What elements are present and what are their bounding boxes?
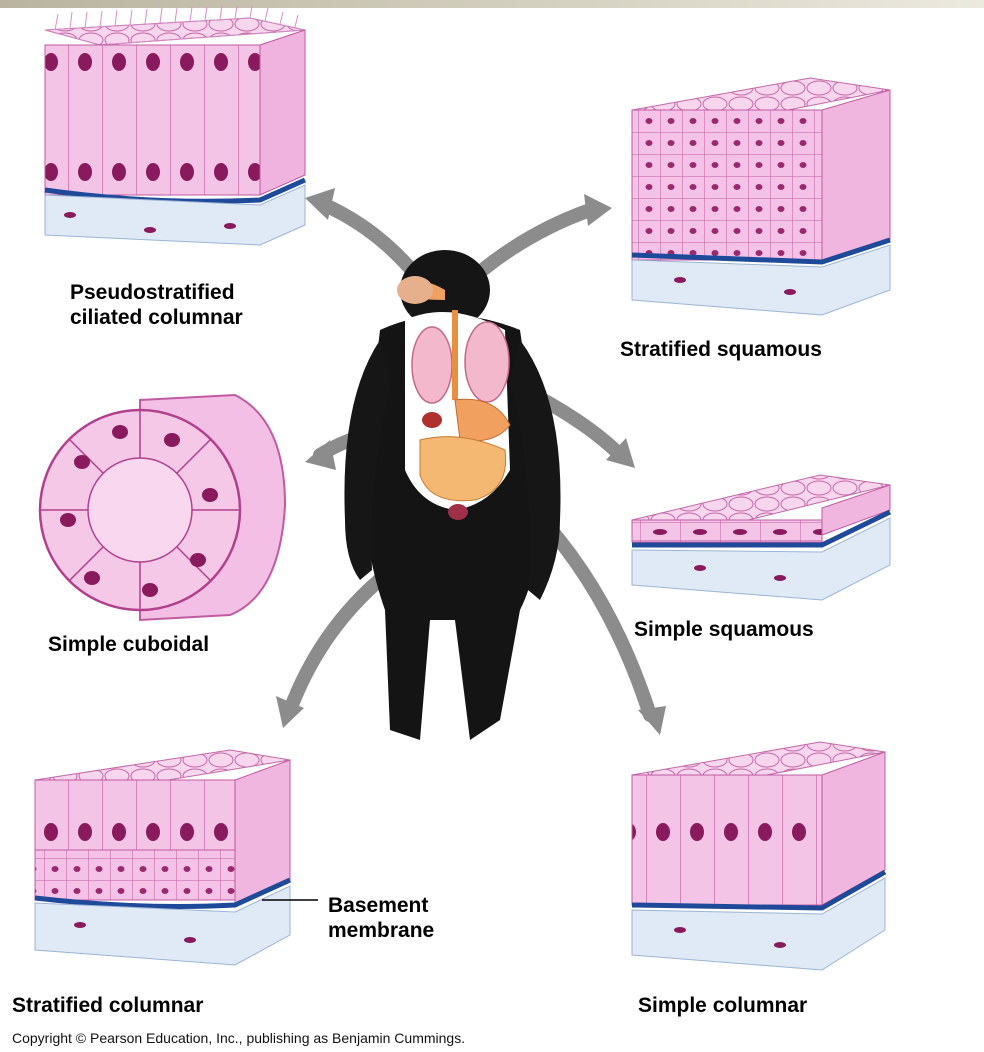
stratified-squamous-tissue xyxy=(632,78,890,315)
label-stratified-columnar: Stratified columnar xyxy=(12,993,203,1018)
simple-squamous-tissue xyxy=(632,475,890,600)
label-basement-line1: Basement xyxy=(328,893,428,918)
arrow-to-pseudostratified xyxy=(325,205,420,280)
label-pseudostratified-line2: ciliated columnar xyxy=(70,305,243,330)
simple-cuboidal-tissue xyxy=(40,395,285,620)
pseudostratified-tissue xyxy=(45,6,305,245)
label-stratified-squamous: Stratified squamous xyxy=(620,337,822,362)
label-simple-squamous: Simple squamous xyxy=(634,617,814,642)
stratified-columnar-tissue xyxy=(35,750,318,965)
label-simple-cuboidal: Simple cuboidal xyxy=(48,632,209,657)
copyright-text: Copyright © Pearson Education, Inc., pub… xyxy=(12,1030,465,1046)
simple-columnar-tissue xyxy=(632,742,885,970)
chimpanzee-figure xyxy=(344,250,560,740)
label-pseudostratified-line1: Pseudostratified xyxy=(70,280,235,305)
label-simple-columnar: Simple columnar xyxy=(638,993,807,1018)
label-basement-line2: membrane xyxy=(328,918,434,943)
